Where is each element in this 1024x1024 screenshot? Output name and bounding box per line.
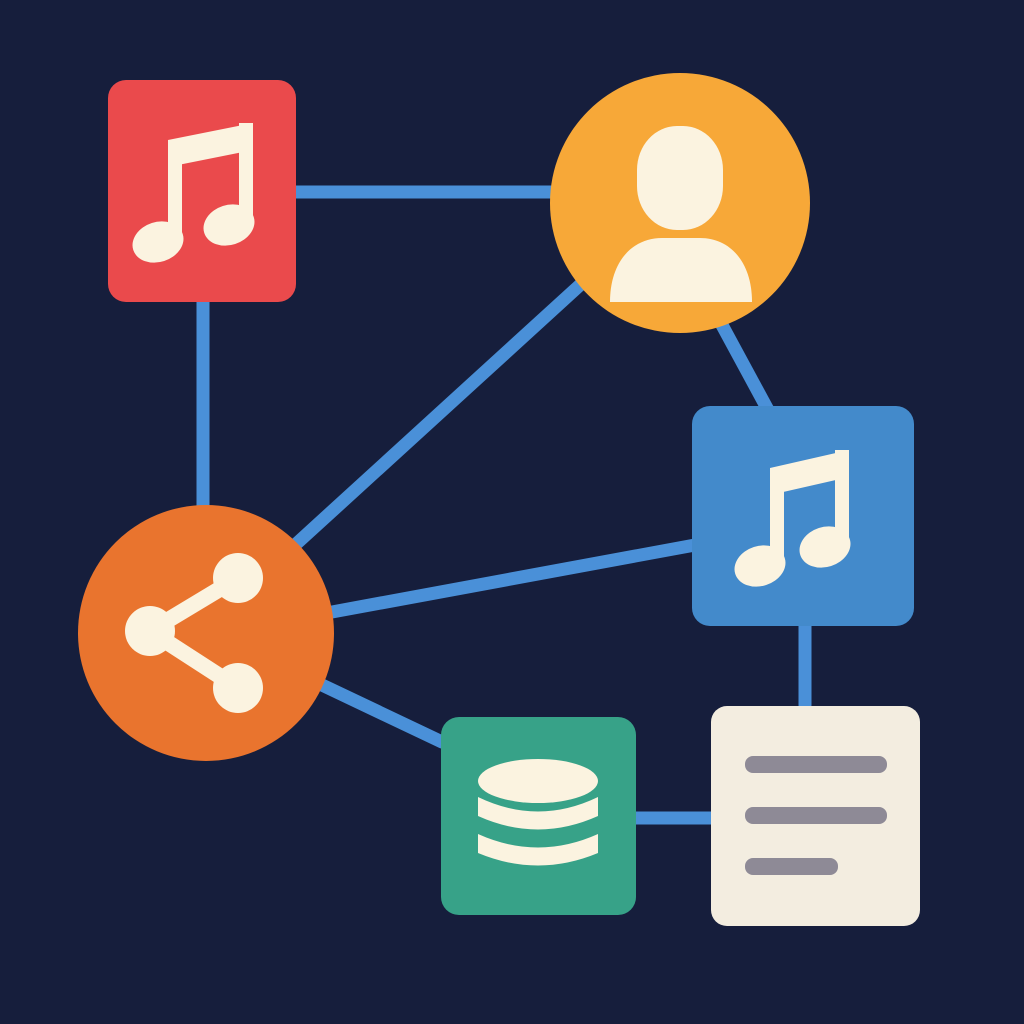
music-node-red-tile (108, 80, 296, 302)
music-node-blue-tile (692, 406, 914, 626)
edge-share-database (315, 678, 449, 749)
music-note-icon (132, 123, 255, 263)
music-note-icon (734, 450, 851, 587)
music-node-blue[interactable] (692, 406, 914, 626)
share-icon (125, 553, 263, 713)
music-node-red[interactable] (108, 80, 296, 302)
user-icon (610, 126, 752, 302)
edge-user-share (288, 278, 587, 552)
document-icon (745, 756, 887, 875)
share-node-circle (78, 505, 334, 761)
database-icon (478, 759, 598, 866)
edges (196, 185, 812, 825)
edge-user-music-blue (715, 318, 775, 417)
user-node[interactable] (550, 73, 810, 333)
document-node[interactable] (711, 706, 920, 926)
share-node[interactable] (78, 505, 334, 761)
database-node[interactable] (441, 717, 636, 915)
edge-share-music-blue (325, 538, 702, 619)
